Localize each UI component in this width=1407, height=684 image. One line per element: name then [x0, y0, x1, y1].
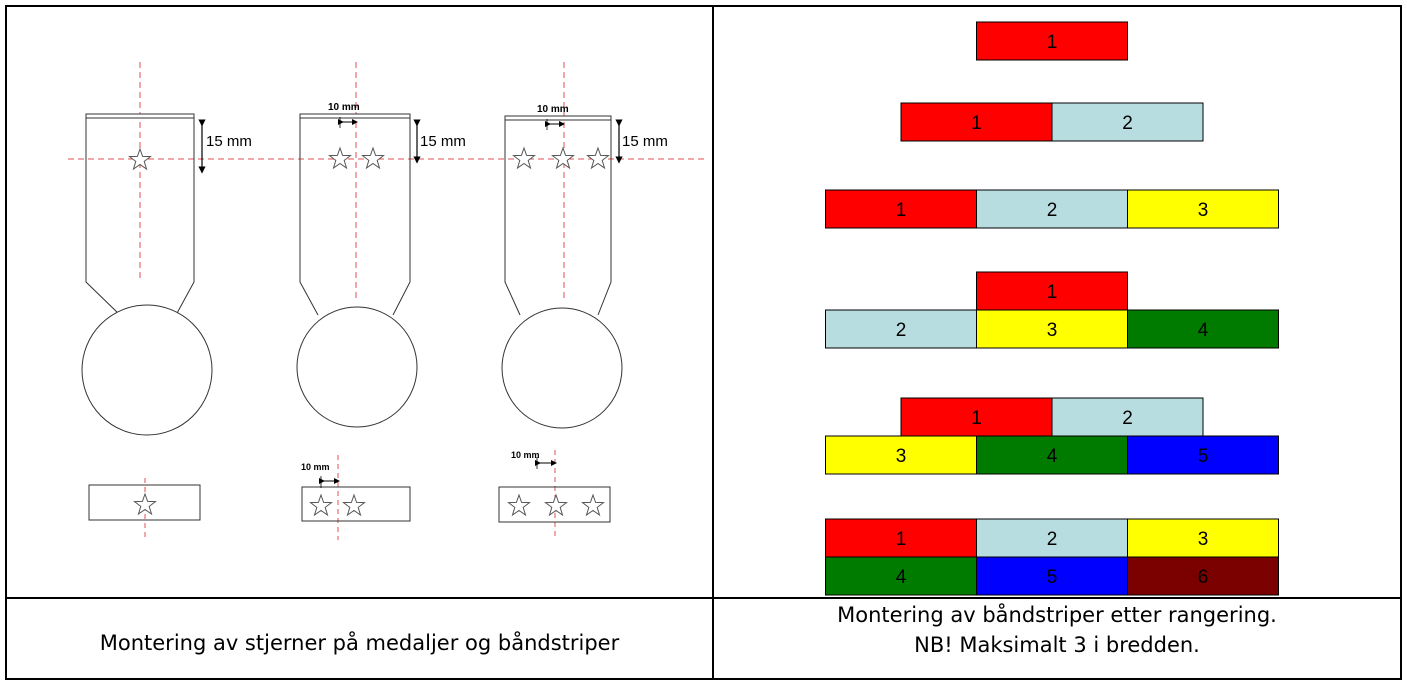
dim-label-10mm-bar3: 10 mm: [511, 450, 540, 460]
dim-label-10mm-3: 10 mm: [537, 104, 569, 115]
ribbon-stripe: [825, 435, 977, 475]
ribbon-stripe: [825, 518, 977, 558]
ribbon-bar-2: [301, 455, 411, 540]
ribbon-group-3: 1 2 3: [825, 189, 1279, 229]
medal-1: [81, 62, 213, 436]
ribbon-stripe: [976, 21, 1128, 61]
ribbon-bar-3: [498, 450, 611, 540]
ribbon-stripe-number: 1: [1047, 282, 1058, 303]
ribbon-stripe: [976, 556, 1128, 596]
ribbon-stripe: [900, 397, 1053, 437]
ribbon-stripe-number: 2: [1047, 529, 1058, 550]
ribbon-stripe-number: 2: [1122, 408, 1133, 429]
ribbon-stripe: [1051, 102, 1204, 142]
medal-2: [296, 62, 421, 428]
ribbon-group-1: 1: [976, 21, 1128, 61]
ribbon-stripe-number: 3: [1198, 529, 1209, 550]
medal-star-diagram: 15 mm 10 mm 15 mm 10 mm 15 mm: [68, 62, 708, 540]
dim-label-15mm-2: 15 mm: [420, 133, 466, 150]
ribbon-stripe-number: 4: [896, 567, 907, 588]
ribbon-stripe-number: 5: [1198, 446, 1209, 467]
ribbon-stripe-number: 3: [1047, 320, 1058, 341]
ribbon-stripe-number: 1: [971, 113, 982, 134]
ribbon-stripe: [1127, 189, 1279, 229]
caption-right-line1: Montering av båndstriper etter rangering…: [837, 603, 1277, 627]
dim-label-15mm-3: 15 mm: [622, 133, 668, 150]
ribbon-stripe-number: 2: [1047, 200, 1058, 221]
table-frame: [5, 5, 1402, 680]
ribbon-stripe-number: 1: [971, 408, 982, 429]
ribbon-stripe: [976, 189, 1128, 229]
caption-left: Montering av stjerner på medaljer og bån…: [99, 631, 620, 655]
dim-label-10mm-bar2: 10 mm: [301, 462, 330, 472]
ribbon-stripe: [1127, 556, 1279, 596]
medal-3: [501, 62, 623, 429]
ribbon-stripe: [900, 102, 1053, 142]
ribbon-stripe-number: 1: [896, 200, 907, 221]
ribbon-group-5: 1 2 3 4 5: [825, 397, 1279, 475]
ribbon-stripe: [1127, 309, 1279, 349]
ribbon-stripe: [1127, 435, 1279, 475]
dim-label-15mm-1: 15 mm: [206, 133, 252, 150]
ribbon-stripe-number: 3: [896, 446, 907, 467]
column-divider: [712, 5, 714, 680]
ribbon-stripe: [825, 189, 977, 229]
ribbon-stripe-number: 1: [1047, 32, 1058, 53]
ribbon-stripe-number: 2: [896, 320, 907, 341]
dim-label-10mm-2: 10 mm: [328, 102, 360, 113]
ribbon-stripe-number: 4: [1047, 446, 1058, 467]
row-divider: [5, 597, 1402, 599]
ribbon-group-6: 1 2 3 4 5 6: [825, 518, 1279, 596]
ribbon-stripe-number: 6: [1198, 567, 1209, 588]
ribbon-bar-1: [88, 478, 201, 540]
ribbon-group-4: 1 2 3 4: [825, 271, 1279, 349]
ribbon-stripe: [1051, 397, 1204, 437]
ribbon-stripe: [825, 309, 977, 349]
ribbon-stripe-number: 2: [1122, 113, 1133, 134]
ribbon-stripe-number: 5: [1047, 567, 1058, 588]
ribbon-stripe: [976, 271, 1128, 311]
ribbon-stripe: [976, 435, 1128, 475]
ribbon-stripe-number: 3: [1198, 200, 1209, 221]
ribbon-stripe-number: 4: [1198, 320, 1209, 341]
ribbon-stripe: [976, 518, 1128, 558]
caption-right-line2: NB! Maksimalt 3 i bredden.: [914, 633, 1200, 657]
ribbon-stripe-number: 1: [896, 529, 907, 550]
caption-right: Montering av båndstriper etter rangering…: [714, 600, 1400, 660]
